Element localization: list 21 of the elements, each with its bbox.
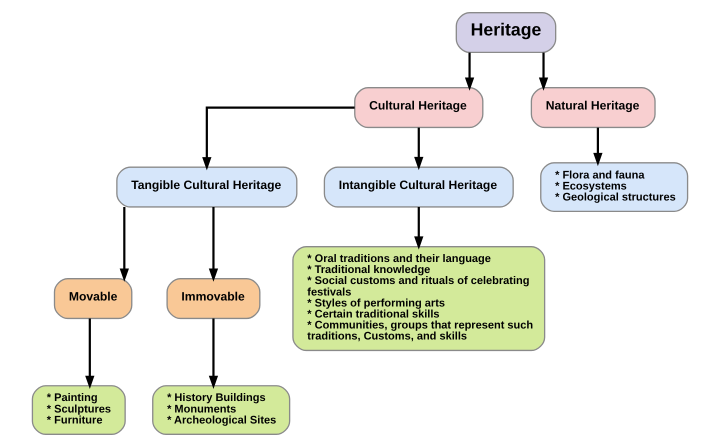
node-box: Immovable — [166, 278, 260, 320]
arrow — [538, 52, 548, 91]
node-box: * Flora and fauna * Ecosystems * Geological structures — [540, 162, 688, 212]
arrow — [593, 128, 603, 166]
node-box: * Oral traditions and their language * Traditional knowledge * Social customs and rituals of celebrating festivals * Styles of performing arts * Certain traditional skills * Communities, groups that represent such traditions, Customs, and skills — [292, 246, 546, 352]
node-box: * History Buildings * Monuments * Archeological Sites — [152, 385, 290, 435]
arrow — [414, 128, 424, 170]
node-box: Cultural Heritage — [354, 87, 484, 128]
node-box: Intangible Cultural Heritage — [324, 166, 514, 208]
arrow — [464, 52, 474, 91]
node-box: Tangible Cultural Heritage — [116, 166, 298, 208]
node-box: Movable — [54, 278, 132, 320]
node-box: Natural Heritage — [530, 87, 656, 128]
arrow — [414, 207, 424, 250]
arrow — [120, 207, 129, 282]
arrow — [202, 106, 355, 170]
node-box: Heritage — [456, 12, 556, 54]
arrow — [85, 318, 94, 389]
arrow — [208, 318, 218, 389]
arrow — [208, 207, 218, 282]
node-box: * Painting * Sculptures * Furniture — [32, 385, 126, 435]
